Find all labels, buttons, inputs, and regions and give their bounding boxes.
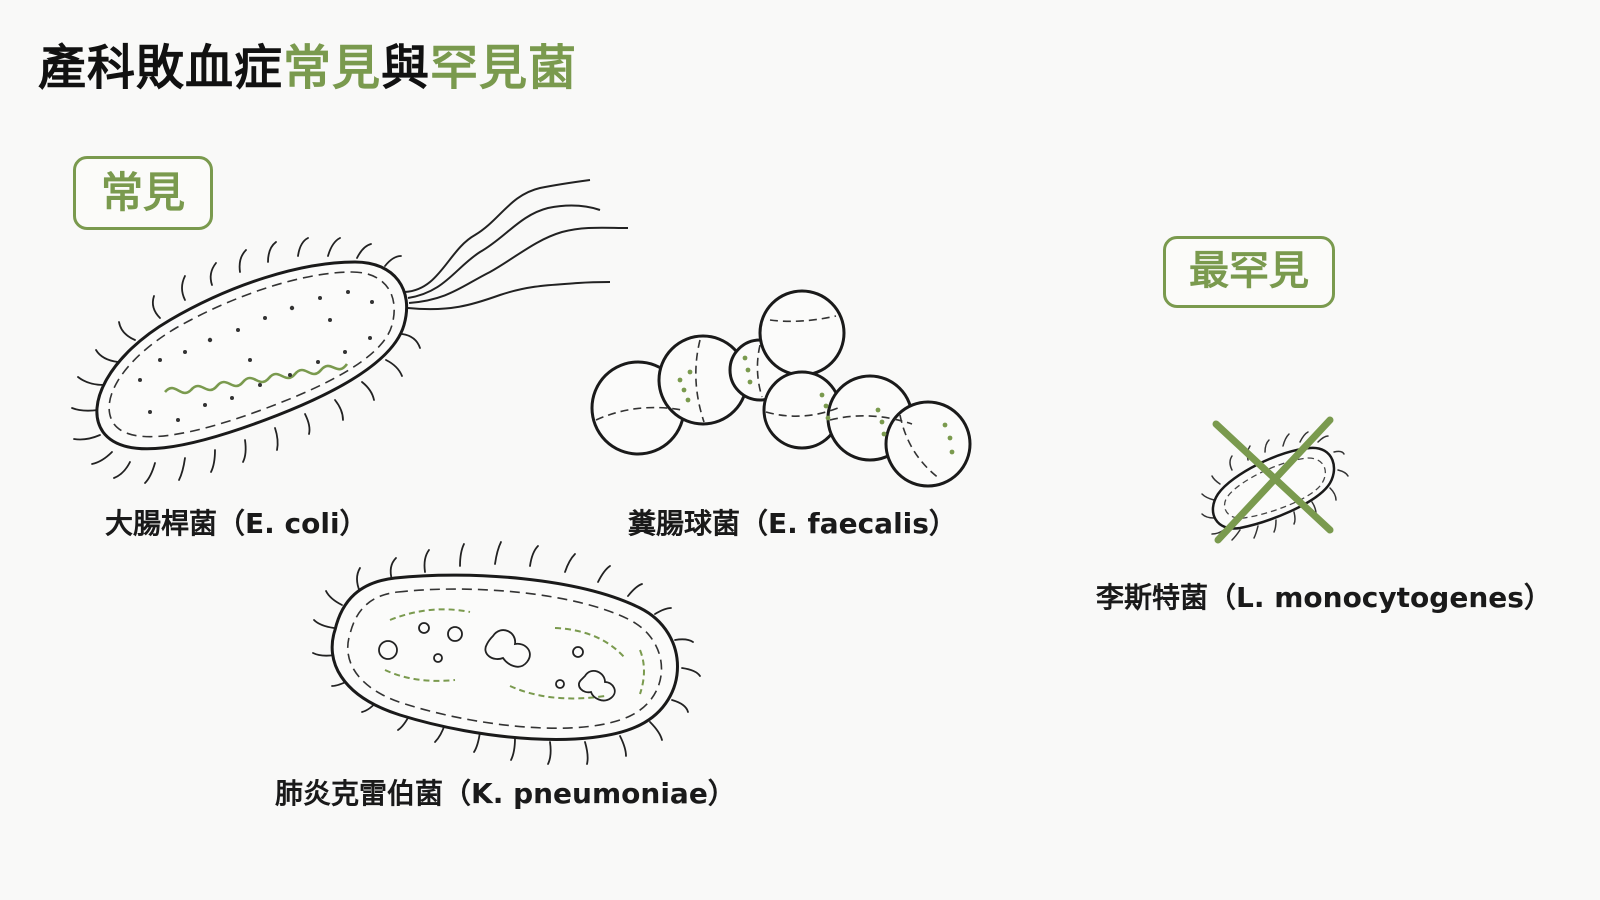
ecoli-cell-outer bbox=[95, 260, 409, 451]
title-part-4: 罕見菌 bbox=[430, 40, 578, 96]
efaecalis-label: 糞腸球菌（E. faecalis） bbox=[628, 507, 957, 540]
listeria-label: 李斯特菌（L. monocytogenes） bbox=[1096, 581, 1552, 614]
rarest-category-tag: 最罕見 bbox=[1163, 236, 1335, 308]
efaecalis-illustration bbox=[590, 289, 972, 488]
listeria-illustration bbox=[1201, 416, 1349, 544]
title-part-2: 常見 bbox=[283, 40, 382, 96]
ecoli-granules bbox=[138, 290, 374, 422]
ecoli-dna bbox=[164, 363, 349, 395]
cross-out-icon bbox=[1212, 416, 1334, 544]
kpneumoniae-cell-inner bbox=[346, 588, 663, 729]
page-title: 產科敗血症常見與罕見菌 bbox=[38, 28, 577, 98]
common-category-tag: 常見 bbox=[73, 156, 213, 230]
kpneumoniae-illustration bbox=[312, 541, 701, 765]
ecoli-pili bbox=[71, 237, 421, 484]
ecoli-label: 大腸桿菌（E. coli） bbox=[105, 507, 368, 540]
ecoli-flagella bbox=[404, 179, 629, 311]
ecoli-illustration bbox=[71, 179, 629, 484]
ecoli-cell-inner bbox=[108, 271, 395, 438]
kpneumoniae-label: 肺炎克雷伯菌（K. pneumoniae） bbox=[275, 777, 736, 810]
title-part-1: 產科敗血症 bbox=[38, 40, 284, 96]
title-part-3: 與 bbox=[381, 40, 431, 96]
